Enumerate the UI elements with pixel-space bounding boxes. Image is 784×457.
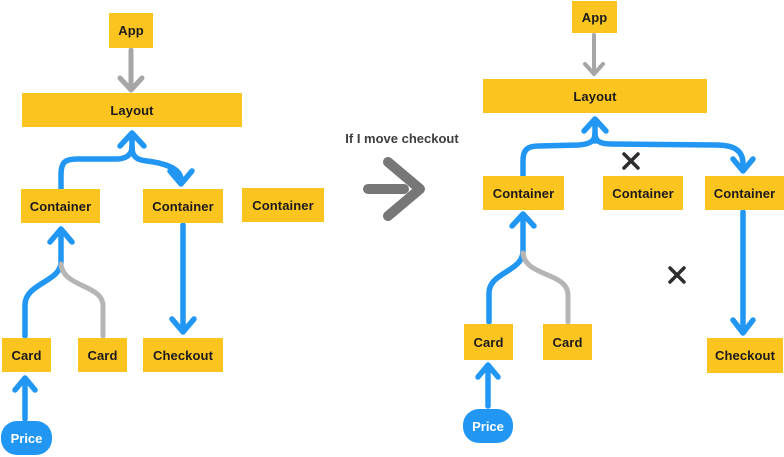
node-container-right-2: Container [603,176,683,210]
edge-app-to-layout-right [583,33,605,76]
edge-price-to-card-right [475,362,501,409]
node-card-left-2: Card [78,338,127,372]
node-price-left: Price [1,421,52,455]
node-layout-left: Layout [22,93,242,127]
edge-containers-to-layout-left [58,130,195,192]
node-container-left-3: Container [242,188,324,222]
transition-arrow-icon [363,157,425,221]
edge-price-to-card-left [12,375,38,422]
node-app-left: App [109,13,153,48]
node-app-right: App [572,1,617,33]
node-card-right-1: Card [464,324,513,360]
node-checkout-left: Checkout [143,338,223,372]
edge-cards-to-container-right [486,211,571,325]
removed-edge-x-icon [622,152,640,170]
transition-caption: If I move checkout [345,131,459,146]
node-container-left-1: Container [21,189,100,223]
node-card-right-2: Card [543,324,592,360]
edge-app-to-layout-left [117,47,145,93]
node-container-right-3: Container [705,176,784,210]
node-checkout-right: Checkout [707,338,783,373]
node-card-left-1: Card [2,338,51,372]
node-container-left-2: Container [143,189,223,223]
removed-edge-x-icon-2 [668,266,686,284]
node-layout-right: Layout [483,79,707,113]
node-price-right: Price [463,409,513,443]
edge-containers-to-layout-right [520,116,756,179]
edge-container-to-checkout-right [730,209,756,336]
edge-cards-to-container-left [22,226,106,339]
node-container-right-1: Container [483,176,564,210]
edge-container-to-checkout-left [169,222,197,335]
